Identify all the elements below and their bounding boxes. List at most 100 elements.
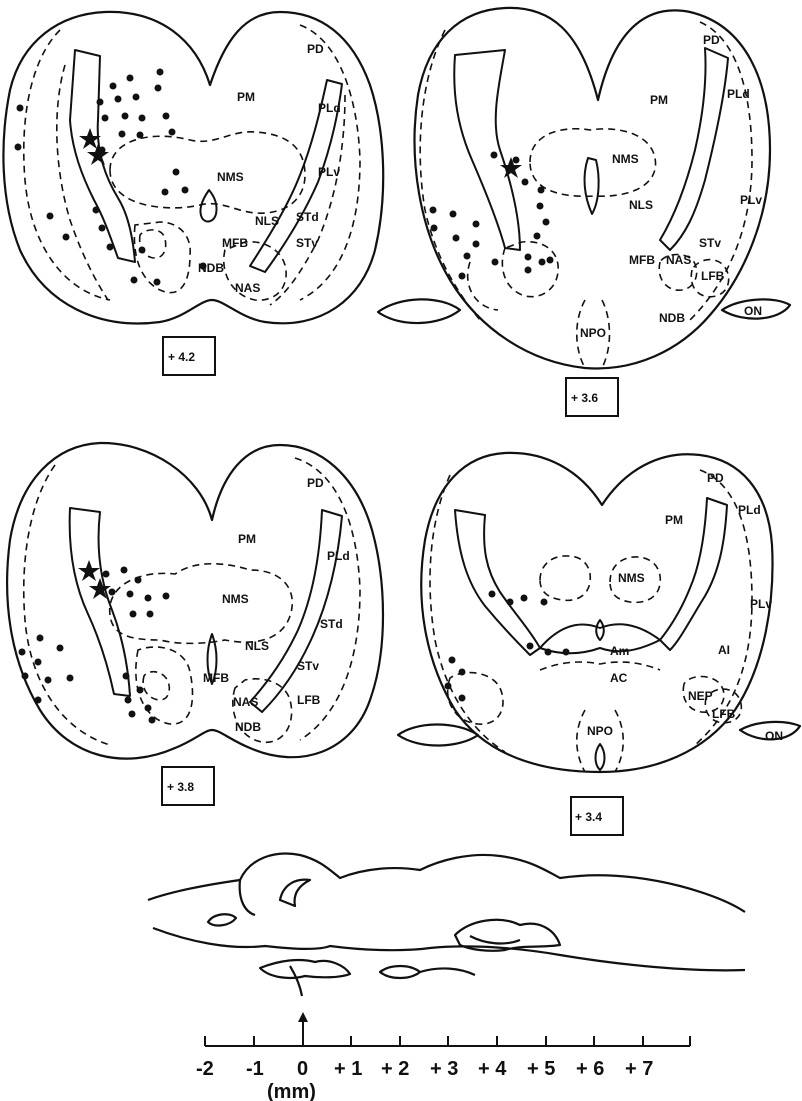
mm-scale-bar: -2 -1 0 + 1 + 2 + 3 + 4 + 5 + 6 + 7 (mm) [196,1036,690,1101]
label-lfb: LFB [297,693,321,707]
label-ai: AI [718,643,730,657]
section-panel-3-6: PD PM PLd NMS PLv NLS STv MFB NAS LFB ON… [378,8,790,416]
nms-region [110,564,293,644]
label-pm: PM [650,93,668,107]
label-pm: PM [238,532,256,546]
label-pld: PLd [327,549,350,563]
label-npo: NPO [580,326,606,340]
sagittal-optic [290,966,302,996]
label-ac: AC [610,671,628,685]
label-pd: PD [307,476,324,490]
level-arrow [298,1012,308,1038]
label-pm: PM [237,90,255,104]
label-lfb: LFB [712,707,736,721]
label-ndb: NDB [198,261,224,275]
basal-dashed-2 [468,262,498,310]
brain-outline [415,8,770,369]
tick-label: -1 [246,1058,264,1080]
label-nep: NEP [688,689,713,703]
mfb-dashed [140,230,166,258]
label-nms: NMS [612,152,639,166]
sagittal-fold [470,936,520,943]
outer-dashed-left [24,30,110,300]
tick-label: + 7 [625,1058,653,1080]
optic-left [378,299,460,323]
level-label: + 4.2 [168,350,195,364]
ventricle-left [70,508,130,696]
nms-left-dashed [540,556,590,600]
outer-dashed-left [420,30,480,320]
label-plv: PLv [750,597,772,611]
sagittal-pons [420,968,475,975]
label-plv: PLv [318,165,340,179]
section-panel-3-8: PD PM PLd NMS STd NLS MFB STv NAS LFB ND… [7,443,383,805]
label-lfb: LFB [701,269,725,283]
ventricle-left [455,510,540,655]
tick-label: + 5 [527,1058,555,1080]
sagittal-brain [148,854,745,996]
label-am: Am [610,644,629,658]
cell-dots [15,69,207,286]
label-nms: NMS [222,592,249,606]
tick-label: 0 [297,1058,308,1080]
nms-region [110,132,305,213]
label-pm: PM [665,513,683,527]
injection-star [78,560,100,581]
sagittal-upper-outline [148,854,745,912]
label-nas: NAS [235,281,260,295]
ventricle-drop [200,190,216,221]
label-pld: PLd [318,101,341,115]
tick-label: + 3 [430,1058,458,1080]
ventricle-right [250,510,342,712]
tick-label: + 6 [576,1058,604,1080]
label-nms: NMS [618,571,645,585]
label-on: ON [765,729,783,743]
label-nas: NAS [233,695,258,709]
label-nms: NMS [217,170,244,184]
basal-dashed [136,647,193,724]
sagittal-crescent [280,880,310,906]
level-label: + 3.6 [571,391,598,405]
label-stv: STv [296,236,318,250]
label-ndb: NDB [235,720,261,734]
ventricle-left [454,50,520,250]
label-pd: PD [703,33,720,47]
tick-label: + 2 [381,1058,409,1080]
label-std: STd [296,210,319,224]
npo-dashed [577,710,624,772]
label-mfb: MFB [203,671,229,685]
level-label: + 3.8 [167,780,194,794]
label-mfb: MFB [629,253,655,267]
sagittal-olfactory [208,914,236,925]
sagittal-lower-outline [153,928,745,970]
optic-left [398,724,478,745]
ventricle-core [585,158,599,214]
ventricle-right [660,48,728,250]
label-pd: PD [707,471,724,485]
label-plv: PLv [740,193,762,207]
outer-dashed-left [430,475,505,752]
label-npo: NPO [587,724,613,738]
label-pld: PLd [727,87,750,101]
label-mfb: MFB [222,236,248,250]
section-panel-3-4: PD PLd PM NMS PLv Am AI AC NEP LFB ON NP… [398,453,800,835]
label-std: STd [320,617,343,631]
mfb-dashed [143,672,169,700]
label-nls: NLS [629,198,653,212]
label-ndb: NDB [659,311,685,325]
outer-dashed-right [300,25,360,300]
injection-star [87,144,109,165]
septum-drop [596,620,604,640]
ac-dashed [540,662,660,670]
label-pld: PLd [738,503,761,517]
level-label: + 3.4 [575,810,602,824]
label-nls: NLS [245,639,269,653]
tick-label: -2 [196,1058,214,1080]
sagittal-hypothalamus [380,966,420,978]
scale-unit: (mm) [267,1081,316,1101]
cell-dots [19,567,170,724]
label-nas: NAS [666,253,691,267]
tick-label: + 4 [478,1058,507,1080]
label-nls: NLS [255,214,279,228]
